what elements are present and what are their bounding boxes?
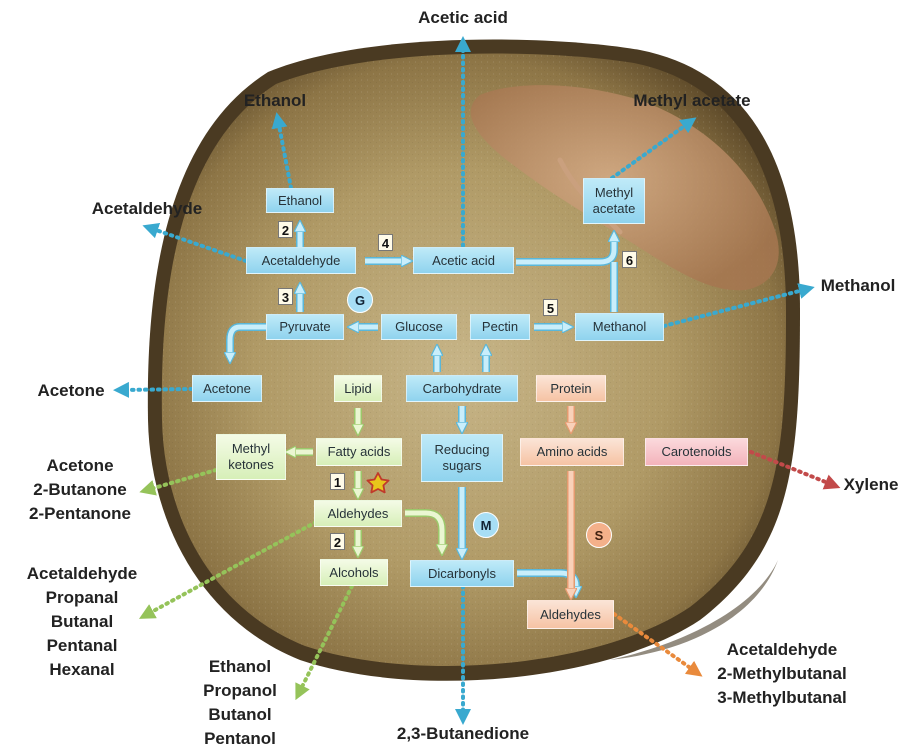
box-alcohols: Alcohols bbox=[320, 559, 388, 586]
ketone-item: Acetone bbox=[18, 454, 142, 478]
aldehyde-item: Acetaldehyde bbox=[702, 638, 862, 662]
label-aldehydes-right: Acetaldehyde 2-Methylbutanal 3-Methylbut… bbox=[702, 638, 862, 710]
aldehyde-item: Pentanal bbox=[12, 634, 152, 658]
box-acetaldehyde: Acetaldehyde bbox=[246, 247, 356, 274]
box-dicarbonyls: Dicarbonyls bbox=[410, 560, 514, 587]
box-lipid: Lipid bbox=[334, 375, 382, 402]
aldehyde-item: Hexanal bbox=[12, 658, 152, 682]
box-fatty-acids: Fatty acids bbox=[316, 438, 402, 466]
label-aldehydes-left: Acetaldehyde Propanal Butanal Pentanal H… bbox=[12, 562, 152, 682]
step-number-4: 4 bbox=[378, 234, 393, 251]
box-amino-acids: Amino acids bbox=[520, 438, 624, 466]
label-butanedione: 2,3-Butanedione bbox=[380, 722, 546, 746]
box-methanol: Methanol bbox=[575, 313, 664, 341]
box-carotenoids: Carotenoids bbox=[645, 438, 748, 466]
alcohol-item: Butanol bbox=[190, 703, 290, 727]
pathway-marker-g: G bbox=[347, 287, 373, 313]
box-aldehydes-protein: Aldehydes bbox=[527, 600, 614, 629]
step-number-3: 3 bbox=[278, 288, 293, 305]
box-reducing-sugars: Reducing sugars bbox=[421, 434, 503, 482]
box-carbohydrate: Carbohydrate bbox=[406, 375, 518, 402]
label-acetaldehyde: Acetaldehyde bbox=[82, 197, 212, 221]
label-methyl-acetate: Methyl acetate bbox=[612, 89, 772, 113]
box-pyruvate: Pyruvate bbox=[266, 314, 344, 340]
ketone-item: 2-Butanone bbox=[18, 478, 142, 502]
label-ketones: Acetone 2-Butanone 2-Pentanone bbox=[18, 454, 142, 526]
label-xylene: Xylene bbox=[838, 473, 904, 497]
pathway-marker-s: S bbox=[586, 522, 612, 548]
aldehyde-item: 2-Methylbutanal bbox=[702, 662, 862, 686]
step-number-2-lower: 2 bbox=[330, 533, 345, 550]
label-alcohols: Ethanol Propanol Butanol Pentanol bbox=[190, 655, 290, 751]
box-protein: Protein bbox=[536, 375, 606, 402]
box-aldehydes: Aldehydes bbox=[314, 500, 402, 527]
step-number-6: 6 bbox=[622, 251, 637, 268]
aldehyde-item: 3-Methylbutanal bbox=[702, 686, 862, 710]
pathway-marker-m: M bbox=[473, 512, 499, 538]
alcohol-item: Ethanol bbox=[190, 655, 290, 679]
ketone-item: 2-Pentanone bbox=[18, 502, 142, 526]
aldehyde-item: Propanal bbox=[12, 586, 152, 610]
label-methanol: Methanol bbox=[812, 274, 904, 298]
aldehyde-item: Butanal bbox=[12, 610, 152, 634]
box-methyl-acetate: Methyl acetate bbox=[583, 178, 645, 224]
box-acetic-acid: Acetic acid bbox=[413, 247, 514, 274]
box-acetone: Acetone bbox=[192, 375, 262, 402]
box-ethanol: Ethanol bbox=[266, 188, 334, 213]
box-pectin: Pectin bbox=[470, 314, 530, 340]
label-ethanol: Ethanol bbox=[230, 89, 320, 113]
step-number-2: 2 bbox=[278, 221, 293, 238]
step-number-1: 1 bbox=[330, 473, 345, 490]
box-glucose: Glucose bbox=[381, 314, 457, 340]
alcohol-item: Propanol bbox=[190, 679, 290, 703]
box-methyl-ketones: Methyl ketones bbox=[216, 434, 286, 480]
label-acetone: Acetone bbox=[28, 379, 114, 403]
step-number-5: 5 bbox=[543, 299, 558, 316]
alcohol-item: Pentanol bbox=[190, 727, 290, 751]
label-acetic-acid: Acetic acid bbox=[400, 6, 526, 30]
aldehyde-item: Acetaldehyde bbox=[12, 562, 152, 586]
